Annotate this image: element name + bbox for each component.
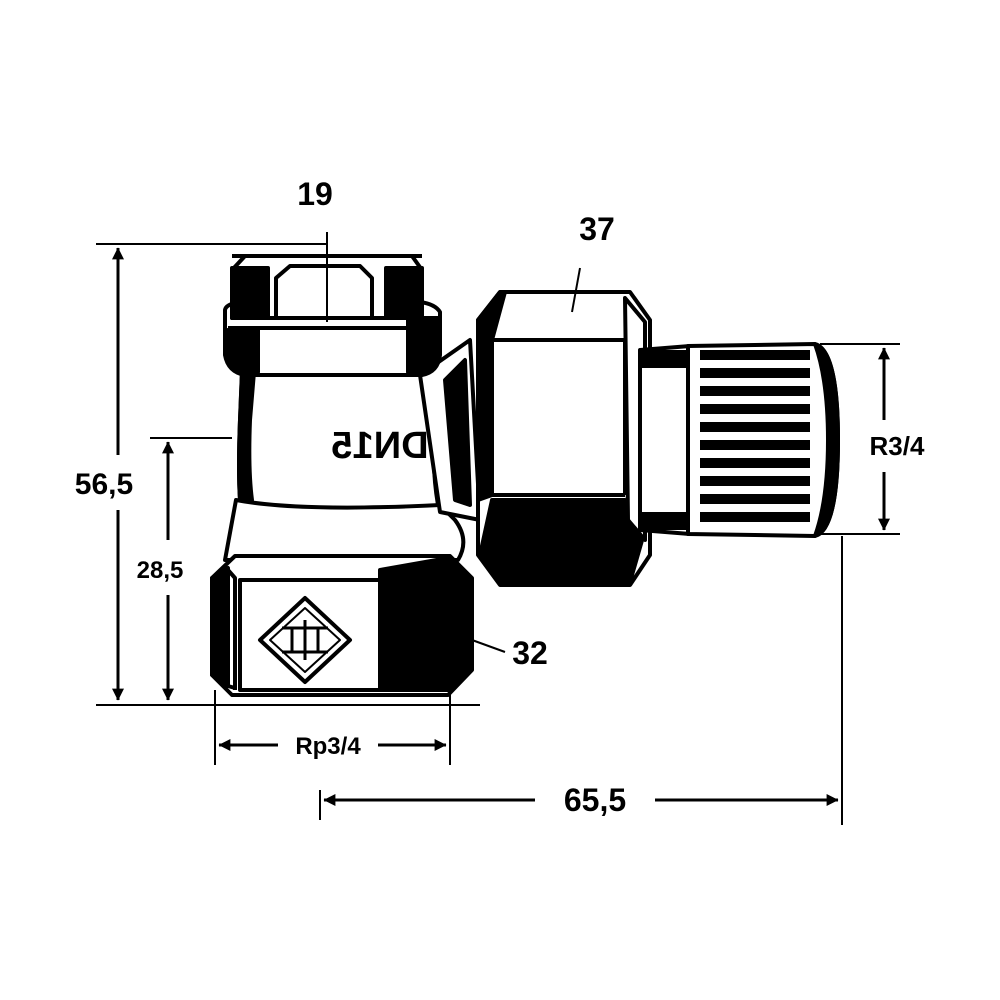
label-thread-inlet: Rp3/4 — [295, 733, 361, 760]
label-length-total: 65,5 — [564, 782, 626, 818]
label-thread-outlet: R3/4 — [870, 431, 925, 461]
bottom-hex-nut — [210, 554, 474, 697]
bonnet — [223, 300, 442, 377]
label-height-inlet: 28,5 — [137, 557, 184, 584]
label-height-total: 56,5 — [75, 468, 133, 501]
manufacturer-logo — [258, 596, 352, 684]
label-hex-union: 37 — [579, 211, 615, 247]
dimension-lines — [96, 232, 900, 825]
threaded-tailpiece — [638, 342, 840, 538]
body-marking: DN15 — [331, 425, 428, 467]
label-hex-bottom: 32 — [512, 635, 548, 671]
union-hex-nut — [476, 290, 652, 587]
valve-body — [223, 338, 482, 562]
label-hex-top: 19 — [297, 176, 333, 212]
